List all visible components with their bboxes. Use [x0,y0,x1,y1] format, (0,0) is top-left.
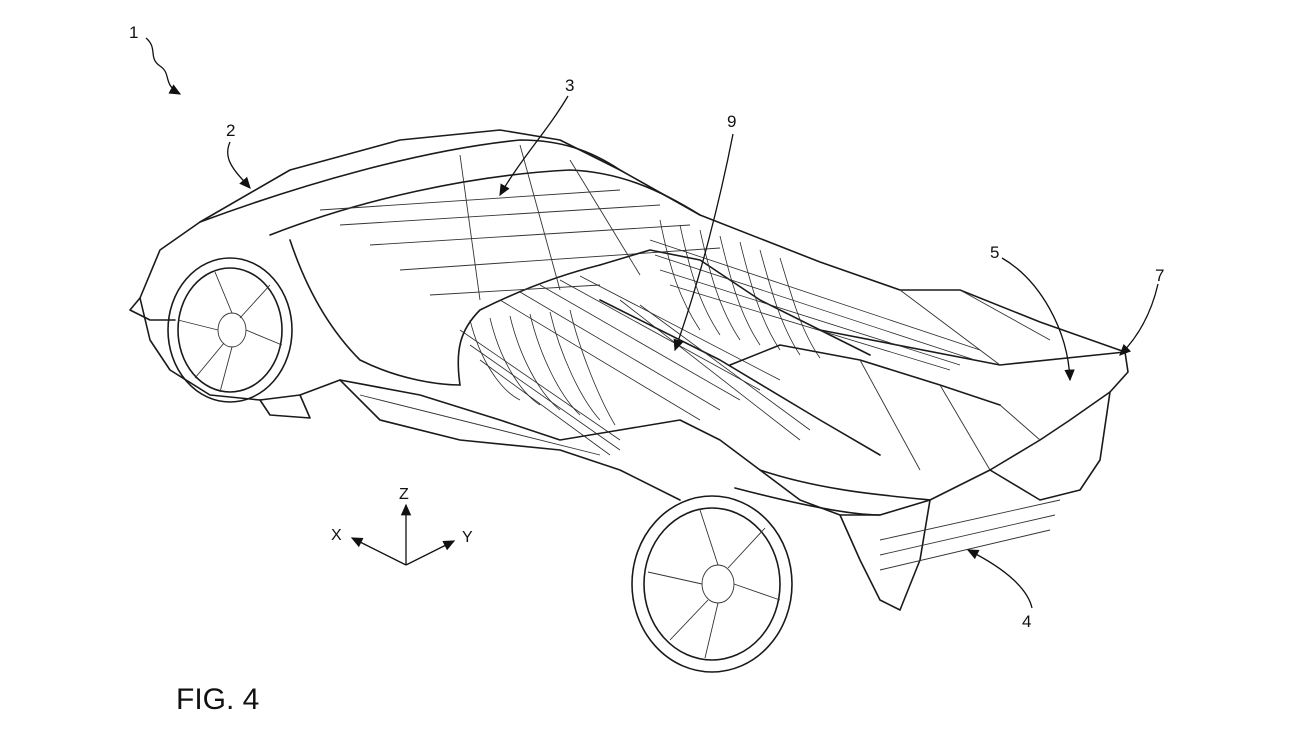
x-axis-label: X [331,527,342,544]
figure-label: FIG. 4 [176,683,259,716]
vehicle-outline [129,129,1129,611]
ref-2: 2 [226,121,235,140]
y-axis-arrow [405,540,456,566]
side-louvres [459,275,811,456]
ref-5: 5 [990,243,999,262]
rear-wheel [631,495,793,673]
reference-numerals: 1 2 3 9 5 7 4 [129,23,1164,631]
reference-leaders [145,37,1159,609]
y-axis-label: Y [462,529,473,546]
ref-3: 3 [565,76,574,95]
z-axis-label: Z [399,486,409,503]
front-wheel [167,257,293,403]
ref-1: 1 [129,23,138,42]
ref-7: 7 [1155,266,1164,285]
x-axis-arrow [350,537,407,566]
ref-9: 9 [727,112,736,131]
axis-triad: Z X Y [331,486,473,566]
ref-4: 4 [1022,612,1031,631]
rear-louvres [649,219,981,371]
